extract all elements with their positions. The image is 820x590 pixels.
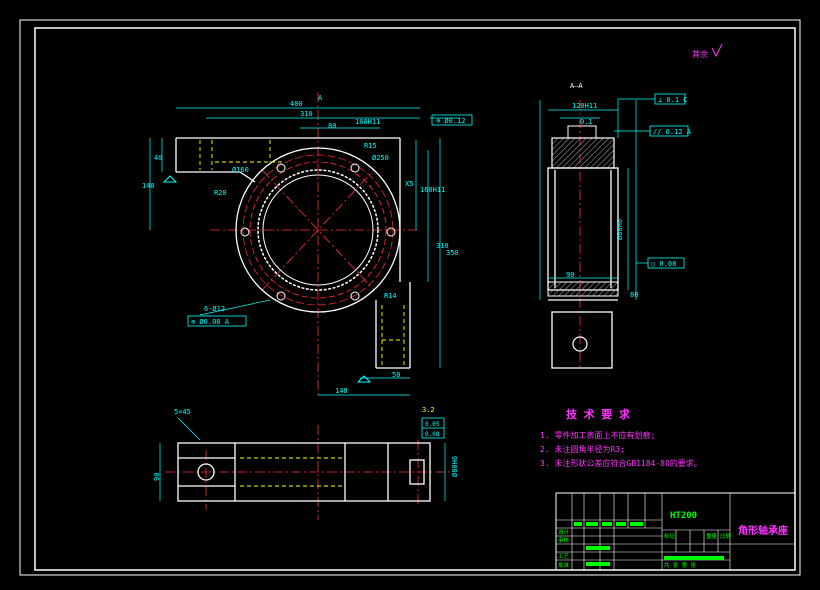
dim-r15: R15 bbox=[364, 142, 377, 150]
front-fcf-2: ⊕ Ø0.08 A bbox=[187, 315, 247, 327]
front-outline bbox=[175, 137, 411, 369]
svg-text:⊥ 0.1 C: ⊥ 0.1 C bbox=[658, 96, 688, 104]
dim-x5: X5 bbox=[405, 180, 413, 188]
svg-text:共 张 第 张: 共 张 第 张 bbox=[664, 561, 696, 569]
dim-120h11: 120H11 bbox=[572, 102, 597, 110]
dim-90-top: 90 bbox=[153, 473, 161, 481]
bolt-holes bbox=[240, 163, 396, 301]
front-dimension-texts: 400 310 160H11 80 R15 Ø250 Ø160 R20 40 1… bbox=[142, 94, 459, 395]
svg-text:0.08: 0.08 bbox=[425, 431, 440, 438]
svg-text:设计: 设计 bbox=[558, 528, 570, 536]
front-bolt-circle bbox=[242, 154, 394, 306]
section-top-hatch bbox=[551, 137, 615, 169]
svg-text:// 0.12 A: // 0.12 A bbox=[653, 128, 692, 136]
fcf-leaders bbox=[614, 98, 655, 264]
dim-small: 0.1 bbox=[580, 118, 593, 126]
dim-148: 148 bbox=[335, 387, 348, 395]
dim-r20: R20 bbox=[214, 189, 227, 197]
view-label-a: A bbox=[318, 94, 323, 102]
front-view: 400 310 160H11 80 R15 Ø250 Ø160 R20 40 1… bbox=[142, 92, 473, 396]
top-dim-texts: 5×45 90 Ø80H6 3.2 bbox=[153, 406, 459, 481]
dim-r14: R14 bbox=[384, 292, 397, 300]
title-block-labels: 设计 审核 工艺 批准 标记 重量 比例 共 张 第 张 bbox=[558, 528, 732, 569]
datum-markers bbox=[162, 175, 372, 383]
section-boss bbox=[567, 125, 597, 139]
svg-text:标记: 标记 bbox=[664, 532, 676, 540]
svg-text:○ 0.08: ○ 0.08 bbox=[651, 260, 676, 268]
svg-text:工艺: 工艺 bbox=[558, 553, 570, 560]
dim-diameter-80h6: Ø80H6 bbox=[616, 219, 624, 240]
dim-width-310: 310 bbox=[300, 110, 313, 118]
tech-req-item-2: 2. 未注圆角半径为R3; bbox=[540, 444, 625, 454]
svg-text:审核: 审核 bbox=[558, 536, 570, 544]
svg-text:⊕ Ø0.08 A: ⊕ Ø0.08 A bbox=[191, 318, 230, 326]
svg-text:批准: 批准 bbox=[558, 561, 570, 569]
front-dimension-lines bbox=[149, 107, 460, 396]
tech-req-item-3: 3. 未注形状公差应符合GB1184-80的要求。 bbox=[540, 458, 702, 468]
section-dim-texts: 120H11 Ø80H6 90 80 0.1 bbox=[566, 102, 638, 299]
dim-50: 50 bbox=[392, 371, 400, 379]
svg-text:比例: 比例 bbox=[720, 532, 732, 540]
top-hidden-lines bbox=[240, 457, 345, 487]
section-fcf-2: // 0.12 A bbox=[649, 125, 692, 137]
section-bottom-hatch bbox=[547, 281, 619, 297]
section-label: A—A bbox=[570, 82, 583, 90]
section-dim-lines bbox=[539, 100, 637, 300]
dim-80h6-top: Ø80H6 bbox=[451, 456, 459, 477]
top-fcf: 0.05 0.08 bbox=[421, 417, 445, 439]
section-fcf-1: ⊥ 0.1 C bbox=[654, 93, 688, 105]
roughness-note-text: 其余 bbox=[692, 49, 708, 59]
dim-overall-width: 400 bbox=[290, 100, 303, 108]
part-name: 角形轴承座 bbox=[738, 524, 788, 537]
section-view: A—A 120H11 Ø80H6 90 80 bbox=[539, 82, 692, 370]
title-block-fill-bars bbox=[574, 522, 724, 566]
top-dim-lines bbox=[159, 417, 446, 501]
sheet-border bbox=[19, 19, 801, 576]
svg-text:0.05: 0.05 bbox=[425, 421, 440, 428]
roughness-note: 其余 bbox=[692, 43, 723, 59]
roughness-symbol-icon bbox=[711, 43, 723, 58]
dim-diameter-160: Ø160 bbox=[232, 166, 249, 174]
dim-140: 140 bbox=[142, 182, 155, 190]
dim-310-vertical: 310 bbox=[436, 242, 449, 250]
dim-350-vertical: 350 bbox=[446, 249, 459, 257]
top-view: 5×45 90 Ø80H6 3.2 0.05 0.08 bbox=[153, 406, 459, 520]
dim-80-section: 80 bbox=[630, 291, 638, 299]
dim-diameter-250: Ø250 bbox=[372, 154, 389, 162]
tech-req-item-1: 1. 零件加工表面上不应有划痕; bbox=[540, 430, 655, 440]
dim-160h11-vertical: 160H11 bbox=[420, 186, 445, 194]
svg-text:重量: 重量 bbox=[706, 532, 718, 540]
tech-requirements: 技 术 要 求 1. 零件加工表面上不应有划痕; 2. 未注圆角半径为R3; 3… bbox=[540, 407, 702, 468]
tech-requirements-title: 技 术 要 求 bbox=[566, 407, 631, 421]
front-hidden-lines bbox=[199, 140, 405, 366]
dim-160h11: 160H11 bbox=[355, 118, 380, 126]
section-foot bbox=[551, 311, 613, 369]
dim-chamfer: 5×45 bbox=[174, 408, 191, 416]
dim-40: 40 bbox=[154, 154, 162, 162]
dim-roughness-top: 3.2 bbox=[422, 406, 435, 414]
front-bore bbox=[257, 169, 379, 291]
front-bore-inner bbox=[262, 174, 374, 286]
svg-text:⊕ Ø0.12: ⊕ Ø0.12 bbox=[436, 117, 466, 125]
title-block: HT200 角形轴承座 设计 审核 工艺 批准 标记 重量 比例 共 张 第 张 bbox=[555, 492, 796, 571]
top-outline bbox=[177, 442, 431, 502]
front-fcf-1: ⊕ Ø0.12 bbox=[431, 114, 473, 126]
dim-6-holes: 6-Ø12 bbox=[204, 305, 225, 313]
part-code: HT200 bbox=[670, 511, 697, 521]
dim-80: 80 bbox=[328, 122, 336, 130]
dim-90-section: 90 bbox=[566, 271, 574, 279]
section-foot-hole bbox=[572, 336, 588, 352]
